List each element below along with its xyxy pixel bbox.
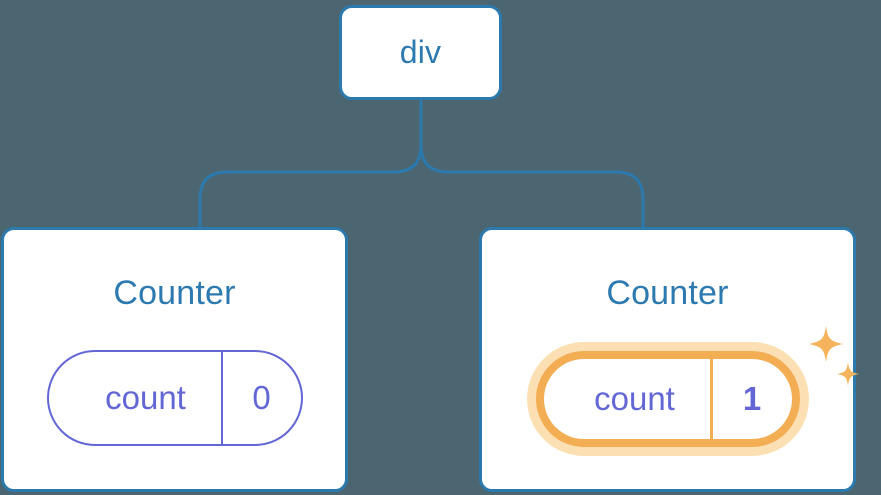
state-pill-right-wrap: count 1 [482,342,853,456]
node-counter-left-title: Counter [113,274,236,312]
state-pill-left-key: count [105,379,186,416]
node-root-div[interactable]: div [339,5,502,100]
node-counter-right-title: Counter [606,274,729,312]
state-pill-right-key: count [594,380,675,417]
node-counter-left[interactable]: Counter count 0 [1,227,348,492]
edge-root-to-right-counter [419,98,645,230]
edge-root-to-left-counter [198,98,423,230]
state-pill-right-glow: count 1 [526,342,809,456]
node-root-div-label: div [399,34,442,70]
state-pill-right[interactable]: count 1 [535,351,800,447]
node-counter-right[interactable]: Counter count 1 [479,227,859,492]
state-pill-left-wrap: count 0 [4,350,345,446]
state-pill-left[interactable]: count 0 [46,350,303,446]
state-pill-right-value: 1 [709,359,792,439]
state-pill-left-value: 0 [220,352,301,444]
